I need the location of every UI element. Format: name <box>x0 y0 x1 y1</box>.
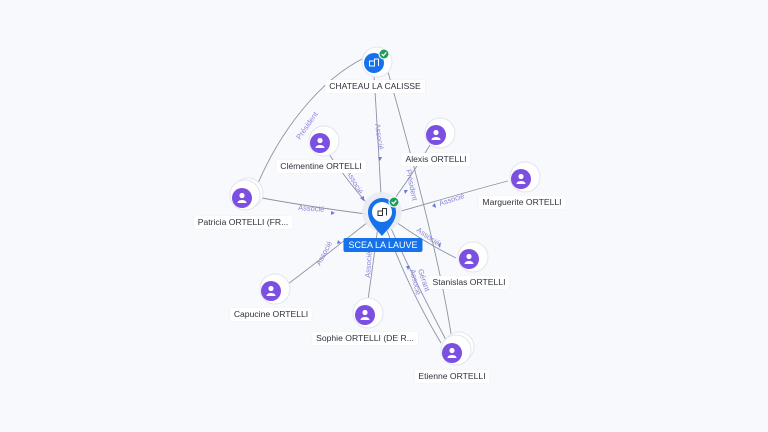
edge-label-capucine-associe: Associé <box>314 240 334 267</box>
verified-badge-icon <box>378 48 390 60</box>
person-icon <box>315 137 325 148</box>
person-node-stanislas[interactable] <box>457 241 489 273</box>
person-node-sophie[interactable] <box>352 297 384 329</box>
person-label-clementine[interactable]: Clémentine ORTELLI <box>276 160 366 173</box>
edge-arrow <box>432 203 436 208</box>
edge-etienne-center-1 <box>389 225 447 341</box>
verified-badge-icon <box>388 196 400 208</box>
person-icon <box>464 253 474 264</box>
person-label-marguerite[interactable]: Marguerite ORTELLI <box>478 196 566 209</box>
person-icon <box>360 309 370 320</box>
person-node-etienne[interactable] <box>440 331 475 366</box>
person-icon <box>431 129 441 140</box>
person-node-capucine[interactable] <box>259 273 291 305</box>
edge-arrow <box>378 157 382 161</box>
person-label-patricia[interactable]: Patricia ORTELLI (FR... <box>193 216 293 229</box>
person-icon <box>237 192 247 203</box>
edge-label-sophie-associe: Associé <box>363 251 374 278</box>
building-icon <box>377 208 387 216</box>
company-label-chateau[interactable]: CHATEAU LA CALISSE <box>325 80 425 93</box>
edge-chateau-patricia <box>255 57 365 189</box>
edge-etienne-chateau <box>387 71 453 341</box>
center-node-scea[interactable] <box>362 192 402 236</box>
edge-sophie-center <box>367 225 379 301</box>
edge-marguerite-center <box>397 180 509 213</box>
person-node-patricia[interactable] <box>229 177 264 211</box>
center-label-scea[interactable]: SCEA LA LAUVE <box>343 238 423 252</box>
edge-label-patricia-associe: Associé <box>298 203 325 214</box>
person-icon <box>447 347 457 358</box>
building-icon <box>369 58 379 67</box>
company-node-chateau[interactable] <box>361 46 393 78</box>
edge-arrow <box>406 266 410 270</box>
edge-patricia-center <box>261 197 367 215</box>
edge-capucine-center <box>287 221 369 285</box>
person-node-clementine[interactable] <box>308 125 340 157</box>
person-label-etienne[interactable]: Etienne ORTELLI <box>414 370 490 383</box>
edge-arrow <box>404 190 408 194</box>
person-label-capucine[interactable]: Capucine ORTELLI <box>229 308 313 321</box>
person-icon <box>516 173 526 184</box>
edge-label-marguerite-associe: Associé <box>438 191 466 208</box>
edge-arrow <box>337 240 341 244</box>
person-node-marguerite[interactable] <box>509 161 541 193</box>
edge-label-chateau-associe: Associé <box>373 123 386 150</box>
edge-arrow <box>360 196 364 201</box>
person-label-alexis[interactable]: Alexis ORTELLI <box>401 153 471 166</box>
person-node-alexis[interactable] <box>424 117 456 149</box>
person-label-stanislas[interactable]: Stanislas ORTELLI <box>428 276 510 289</box>
person-label-sophie[interactable]: Sophie ORTELLI (DE R... <box>312 332 418 345</box>
edge-arrow <box>438 242 441 248</box>
edge-alexis-center <box>394 144 431 199</box>
edge-arrow <box>331 211 335 215</box>
person-icon <box>266 285 276 296</box>
